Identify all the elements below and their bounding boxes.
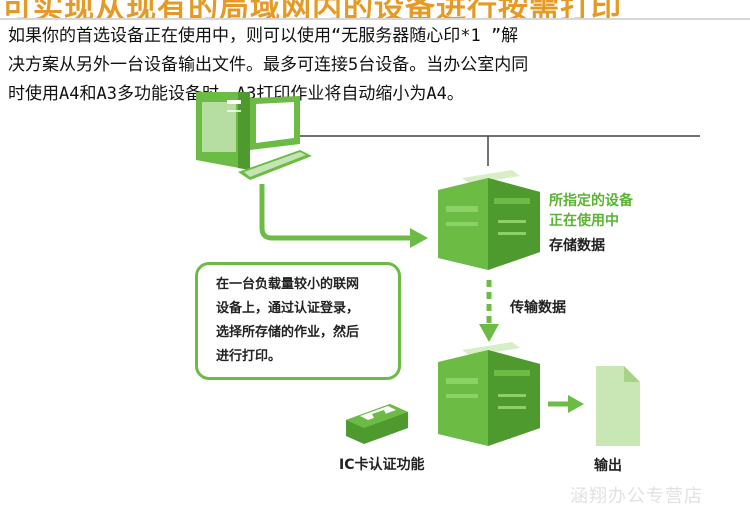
network-line (292, 135, 700, 166)
output-printer-icon (438, 342, 540, 446)
send-arrow (259, 184, 428, 248)
output-arrow (548, 395, 584, 413)
selected-device-line-1: 所指定的设备 (549, 193, 633, 209)
callout-line-2: 设备上，通过认证登录， (216, 301, 360, 316)
callout-line-1: 在一台负载量较小的联网 (216, 277, 360, 292)
intro-line-1: 如果你的首选设备正在使用中，则可以使用“无服务器随心印*1 ”解 (8, 26, 519, 46)
transfer-data-label: 传输数据 (510, 300, 566, 316)
intro-line-2: 决方案从另外一台设备输出文件。最多可连接5台设备。当办公室内同 (8, 55, 529, 75)
computer-icon (196, 92, 312, 180)
instruction-callout: 在一台负载量较小的联网 设备上，通过认证登录， 选择所存储的作业，然后 进行打印… (195, 262, 401, 380)
banner-divider (0, 18, 750, 20)
callout-line-4: 进行打印。 (216, 349, 282, 364)
output-label: 输出 (594, 458, 622, 474)
store-data-label: 存储数据 (549, 238, 605, 254)
document-icon (596, 366, 640, 446)
intro-paragraph: 如果你的首选设备正在使用中，则可以使用“无服务器随心印*1 ”解 决方案从另外一… (8, 22, 728, 109)
selected-device-label: 所指定的设备 正在使用中 (549, 191, 633, 231)
header-banner: 可实现从现有的局域网内的设备进行按需打印 (0, 0, 750, 20)
banner-title: 可实现从现有的局域网内的设备进行按需打印 (2, 0, 622, 20)
ic-card-reader-icon (346, 404, 408, 444)
selected-printer-icon (438, 170, 540, 270)
store-watermark: 涵翔办公专营店 (570, 486, 703, 507)
callout-line-3: 选择所存储的作业，然后 (216, 325, 360, 340)
selected-device-line-2: 正在使用中 (549, 213, 619, 229)
transfer-arrow (479, 280, 499, 342)
ic-auth-label: IC卡认证功能 (339, 457, 425, 473)
